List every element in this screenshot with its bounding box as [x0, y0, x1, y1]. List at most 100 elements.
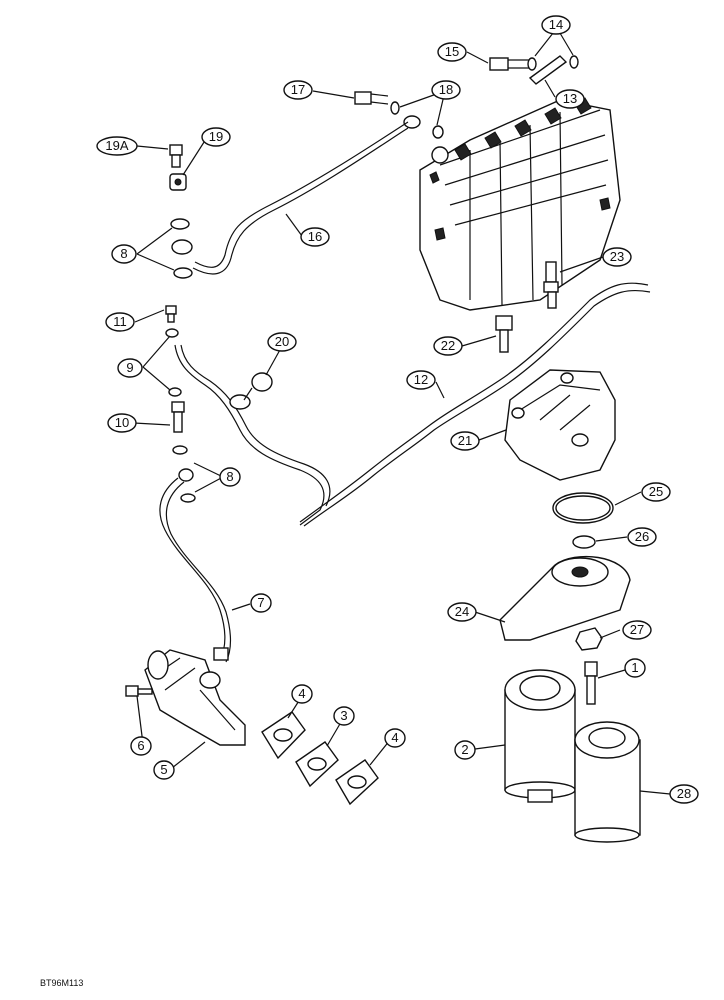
callout-27: 27: [622, 620, 652, 640]
callout-9: 9: [117, 358, 143, 378]
callout-28: 28: [669, 784, 699, 804]
svg-text:6: 6: [137, 738, 144, 753]
filter-head-21: [504, 369, 616, 481]
callout-4-right: 4: [384, 728, 406, 748]
bolt-19a: [169, 144, 183, 168]
gasket-4-left: [261, 711, 306, 760]
svg-text:18: 18: [439, 82, 453, 97]
svg-text:24: 24: [455, 604, 469, 619]
nut-27: [575, 627, 603, 651]
svg-text:9: 9: [126, 360, 133, 375]
svg-text:17: 17: [291, 82, 305, 97]
callout-26: 26: [627, 527, 657, 547]
svg-text:28: 28: [677, 786, 691, 801]
gasket-4-right: [335, 759, 379, 806]
fuel-line-16: [192, 121, 409, 275]
callout-21: 21: [450, 431, 480, 451]
fuel-filter-2: [504, 669, 576, 803]
seal-ring-25-inner: [555, 495, 611, 521]
callout-11: 11: [105, 312, 135, 332]
callout-8-upper: 8: [111, 244, 137, 264]
callout-19a: 19A: [96, 136, 138, 156]
svg-text:8: 8: [226, 469, 233, 484]
callout-12: 12: [406, 370, 436, 390]
filter-adapter-24: [499, 555, 631, 641]
svg-text:5: 5: [160, 762, 167, 777]
callout-22: 22: [433, 336, 463, 356]
line-7-nut: [213, 647, 229, 661]
banjo-fitting-top: [489, 55, 579, 85]
svg-text:11: 11: [113, 314, 127, 329]
svg-text:10: 10: [115, 415, 129, 430]
svg-text:4: 4: [298, 686, 305, 701]
washer-8-lower-a: [172, 445, 188, 455]
figure-reference: BT96M113: [40, 978, 83, 988]
leak-off-line: [174, 344, 331, 526]
washers-8-upper: [170, 218, 193, 279]
svg-text:27: 27: [630, 622, 644, 637]
svg-text:25: 25: [649, 484, 663, 499]
transfer-pump-5: [144, 649, 246, 746]
callout-13: 13: [555, 89, 585, 109]
callout-23: 23: [602, 247, 632, 267]
bolt-10: [171, 401, 185, 433]
svg-text:15: 15: [445, 44, 459, 59]
svg-text:12: 12: [414, 372, 428, 387]
callout-6: 6: [130, 736, 152, 756]
fitting-19: [169, 173, 187, 191]
callout-19: 19: [201, 127, 231, 147]
plug-20: [243, 372, 273, 401]
svg-text:8: 8: [120, 246, 127, 261]
callout-25: 25: [641, 482, 671, 502]
callout-3: 3: [333, 706, 355, 726]
svg-text:13: 13: [563, 91, 577, 106]
fuel-line-7: [159, 477, 232, 663]
callout-2: 2: [454, 740, 476, 760]
svg-text:7: 7: [257, 595, 264, 610]
callout-24: 24: [447, 602, 477, 622]
callout-20: 20: [267, 332, 297, 352]
bolt-6: [125, 685, 153, 697]
callout-8-lower: 8: [219, 467, 241, 487]
svg-text:1: 1: [631, 660, 638, 675]
svg-text:4: 4: [391, 730, 398, 745]
callout-7: 7: [250, 593, 272, 613]
svg-text:3: 3: [340, 708, 347, 723]
callout-18: 18: [431, 80, 461, 100]
callout-10: 10: [107, 413, 137, 433]
svg-text:20: 20: [275, 334, 289, 349]
callout-17: 17: [283, 80, 313, 100]
svg-text:23: 23: [610, 249, 624, 264]
fuel-line-12: [299, 282, 651, 527]
bolt-22: [495, 315, 513, 353]
stud-23: [543, 261, 559, 309]
callout-16: 16: [300, 227, 330, 247]
svg-text:22: 22: [441, 338, 455, 353]
svg-text:19A: 19A: [105, 138, 128, 153]
washer-9-upper: [165, 328, 179, 338]
washer-8-lower-c: [180, 493, 196, 503]
callout-15: 15: [437, 42, 467, 62]
injection-pump: [419, 97, 621, 311]
callout-5: 5: [153, 760, 175, 780]
washer-8-lower-b: [178, 468, 194, 482]
svg-text:14: 14: [549, 17, 563, 32]
drain-valve-1: [584, 661, 598, 705]
callout-1: 1: [624, 658, 646, 678]
o-ring-26: [572, 535, 596, 549]
svg-text:19: 19: [209, 129, 223, 144]
callout-14: 14: [541, 15, 571, 35]
clip-20-mount: [229, 394, 251, 410]
svg-text:21: 21: [458, 433, 472, 448]
banjo-bolt-17: [354, 91, 444, 139]
svg-text:26: 26: [635, 529, 649, 544]
bolt-11: [165, 305, 177, 323]
callout-4-left: 4: [291, 684, 313, 704]
washer-9-lower: [168, 387, 182, 397]
svg-text:16: 16: [308, 229, 322, 244]
svg-text:2: 2: [461, 742, 468, 757]
callouts: 1 2 3 4 4 5 6 7 8 8 9 10 11 12 13 14 15 …: [96, 15, 699, 804]
fuel-filter-28: [574, 721, 641, 843]
